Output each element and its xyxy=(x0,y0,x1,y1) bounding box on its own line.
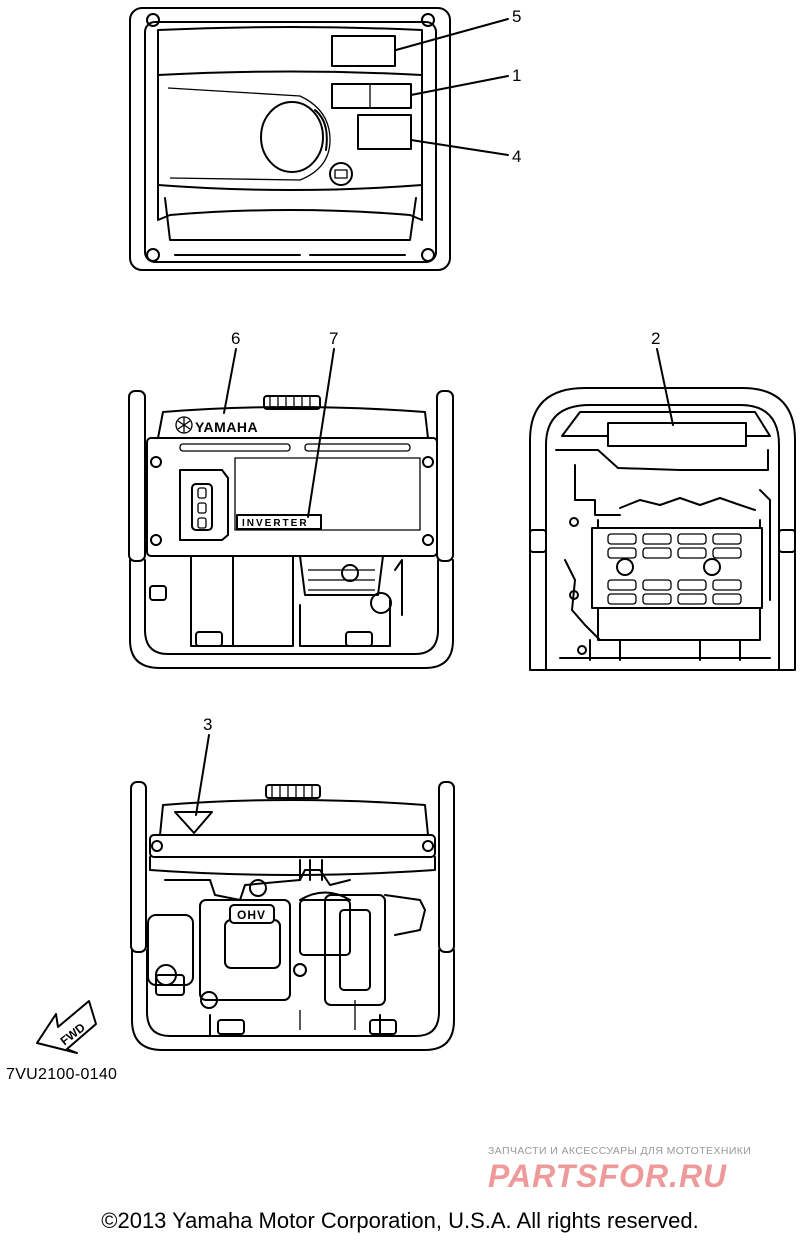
yamaha-logo-text: YAMAHA xyxy=(195,419,258,435)
callout-6: 6 xyxy=(231,329,240,348)
top-view xyxy=(129,7,451,271)
inverter-label-text: INVERTER xyxy=(242,518,309,529)
callout-7: 7 xyxy=(329,329,338,348)
front-view: YAMAHA INVERTER xyxy=(128,390,454,669)
side-view xyxy=(529,387,796,671)
callout-4: 4 xyxy=(512,147,521,166)
rear-view: OHV xyxy=(130,781,455,1051)
callout-5: 5 xyxy=(512,7,521,26)
leader-lines xyxy=(195,18,674,816)
watermark-subtitle: ЗАПЧАСТИ И АКСЕССУАРЫ ДЛЯ МОТОТЕХНИКИ xyxy=(488,1145,752,1157)
callout-2: 2 xyxy=(651,329,660,348)
ohv-label-text: OHV xyxy=(237,908,266,922)
callout-1: 1 xyxy=(512,66,521,85)
forward-arrow-icon: FWD xyxy=(36,1000,97,1054)
watermark-logo: PARTSFOR.RU xyxy=(488,1158,728,1194)
callout-3: 3 xyxy=(203,715,212,734)
copyright-notice: ©2013 Yamaha Motor Corporation, U.S.A. A… xyxy=(101,1208,699,1233)
part-code: 7VU2100-0140 xyxy=(6,1066,118,1083)
